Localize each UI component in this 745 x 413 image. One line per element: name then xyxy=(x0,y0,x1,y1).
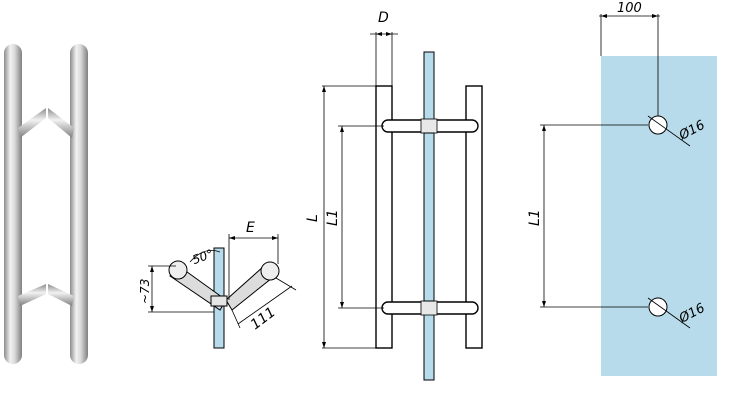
hole-bottom-leader xyxy=(647,297,691,329)
top-view: E 50° ~73 111 xyxy=(138,220,297,349)
side-view: D L L1 xyxy=(305,10,483,381)
glass-panel xyxy=(601,56,717,376)
side-view-glass-mid xyxy=(423,132,435,302)
top-view-collar xyxy=(210,295,228,307)
left-bar xyxy=(4,44,22,364)
side-view-top-collar xyxy=(420,118,438,134)
top-left-connector xyxy=(18,108,46,138)
dim-e-arrows xyxy=(229,236,278,240)
angle-arc xyxy=(189,249,221,263)
hole-top-leader xyxy=(647,115,691,147)
dim-glass-l1-label: L1 xyxy=(527,209,543,226)
top-view-left-cap xyxy=(168,260,188,280)
bottom-left-connector xyxy=(18,284,46,306)
dim-d-arrows xyxy=(376,32,392,36)
dim-l1-label: L1 xyxy=(325,209,341,226)
handle-photo xyxy=(4,44,88,364)
dim-111-label: 111 xyxy=(248,304,279,333)
dim-d-label: D xyxy=(378,10,389,26)
right-bar xyxy=(70,44,88,364)
top-right-connector xyxy=(48,108,74,138)
dim-100-label: 100 xyxy=(617,1,642,16)
glass-drilling-view: 100 L1 Ø16 Ø16 xyxy=(527,1,717,376)
side-view-bottom-collar xyxy=(420,300,438,316)
dim-111-line xyxy=(237,285,293,325)
top-view-right-cap xyxy=(260,261,280,281)
bottom-right-connector xyxy=(48,284,74,306)
dim-l-label: L xyxy=(305,214,321,222)
dim-111-ext-a xyxy=(231,309,241,329)
side-view-left-bar xyxy=(375,85,393,349)
dim-e-label: E xyxy=(246,220,255,236)
hole-bottom xyxy=(648,297,668,317)
dim-73-label: ~73 xyxy=(138,279,152,304)
side-view-right-bar xyxy=(465,85,483,349)
angle-label: 50° xyxy=(190,247,215,267)
dim-111-ext-b xyxy=(275,277,297,291)
dim-100-arrows xyxy=(601,14,658,18)
